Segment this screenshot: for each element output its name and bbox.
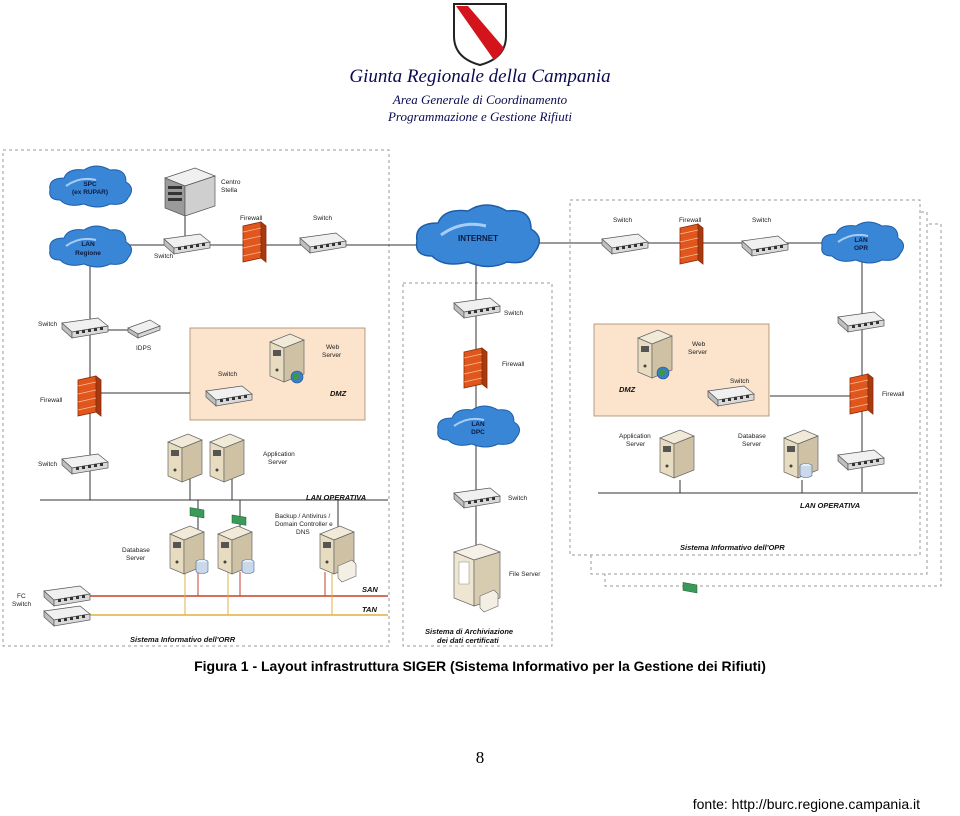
firewall-label: Firewall <box>882 391 905 398</box>
backup-label-2: Domain Controller e <box>275 521 333 528</box>
globe-icon <box>656 366 670 380</box>
fc-switch-label: FC <box>17 593 26 600</box>
file-server-icon <box>452 543 502 613</box>
header-subtitle-1: Area Generale di Coordinamento <box>392 92 568 107</box>
lan-opr-label: LAN <box>854 237 868 244</box>
web-server-label-2: Server <box>688 349 708 356</box>
idps-label: IDPS <box>136 345 152 352</box>
source-note: fonte: http://burc.regione.campania.it <box>692 796 920 812</box>
header-subtitle-2: Programmazione e Gestione Rifiuti <box>387 109 573 124</box>
firewall-label: Firewall <box>502 361 525 368</box>
switch-label: Switch <box>154 253 174 260</box>
lan-regione-label-2: Regione <box>75 250 101 257</box>
switch-label: Switch <box>218 371 238 378</box>
page-number: 8 <box>475 748 485 767</box>
tan-label: TAN <box>362 605 377 614</box>
switch-label: Switch <box>613 217 633 224</box>
web-server-label-2: Server <box>322 352 342 359</box>
switch-icon <box>61 453 109 475</box>
orr-region-label: Sistema Informativo dell'ORR <box>130 635 236 644</box>
archiviazione-label: Sistema di Archiviazione <box>425 627 513 636</box>
firewall-label: Firewall <box>40 397 63 404</box>
fc-switch-icon <box>43 605 91 627</box>
switch-label: Switch <box>504 310 524 317</box>
database-server-label: Database <box>738 433 766 440</box>
lan-dpc-label: LAN <box>471 421 485 428</box>
spc-label: SPC <box>83 181 97 188</box>
header-title: Giunta Regionale della Campania <box>349 66 611 87</box>
switch-icon <box>61 317 109 339</box>
firewall-icon <box>679 223 704 265</box>
lan-opr-label-2: OPR <box>854 245 868 252</box>
globe-icon <box>290 370 304 384</box>
switch-icon <box>453 297 501 319</box>
archiviazione-label-2: dei dati certificati <box>437 636 500 645</box>
lan-operativa-label: LAN OPERATIVA <box>306 493 366 502</box>
switch-label: Switch <box>752 217 772 224</box>
fc-switch-icon <box>43 585 91 607</box>
lan-regione-label: LAN <box>81 241 95 248</box>
application-server-label: Application <box>263 451 295 458</box>
firewall-icon <box>242 221 267 263</box>
dmz-label: DMZ <box>330 389 347 398</box>
database-icon <box>195 559 209 574</box>
firewall-label: Firewall <box>240 215 263 222</box>
campania-logo <box>453 3 507 66</box>
idps-icon <box>127 319 161 339</box>
firewall-label: Firewall <box>679 217 702 224</box>
backup-label-3: DNS <box>296 529 310 536</box>
lan-dpc-label-2: DPC <box>471 429 485 436</box>
switch-icon <box>453 487 501 509</box>
network-diagram: SPC (ex RUPAR) LAN Regione INTERNET LAN … <box>2 149 942 647</box>
database-icon <box>241 559 255 574</box>
file-server-label: File Server <box>509 571 541 578</box>
switch-icon <box>163 233 211 255</box>
centro-stella-label: Centro <box>221 179 241 186</box>
switch-label: Switch <box>313 215 333 222</box>
switch-label: Switch <box>38 321 58 328</box>
figure-caption: Figura 1 - Layout infrastruttura SIGER (… <box>194 658 766 674</box>
application-server-label: Application <box>619 433 651 440</box>
centro-stella-server-icon <box>163 167 217 217</box>
opr-region-label: Sistema Informativo dell'OPR <box>680 543 785 552</box>
centro-stella-label-2: Stella <box>221 187 238 194</box>
web-server-label: Web <box>326 344 340 351</box>
spc-label-2: (ex RUPAR) <box>72 189 108 196</box>
database-icon <box>799 463 813 478</box>
firewall-icon <box>463 347 488 389</box>
application-server-label-2: Server <box>626 441 646 448</box>
lan-operativa-label: LAN OPERATIVA <box>800 501 860 510</box>
database-server-label-2: Server <box>126 555 146 562</box>
network-card-icon <box>682 582 698 594</box>
switch-label: Switch <box>38 461 58 468</box>
switch-label: Switch <box>730 378 750 385</box>
database-server-label-2: Server <box>742 441 762 448</box>
switch-label: Switch <box>508 495 528 502</box>
fc-switch-label-2: Switch <box>12 601 32 608</box>
application-server-icon <box>209 433 245 483</box>
backup-label: Backup / Antivirus / <box>275 513 330 520</box>
application-server-label-2: Server <box>268 459 288 466</box>
application-server-icon <box>167 433 203 483</box>
firewall-icon <box>77 375 102 417</box>
tape-icon <box>337 559 357 583</box>
application-server-icon <box>659 429 695 479</box>
firewall-icon <box>849 373 874 415</box>
web-server-label: Web <box>692 341 706 348</box>
network-card-icon <box>189 507 247 526</box>
san-label: SAN <box>362 585 378 594</box>
dmz-label: DMZ <box>619 385 636 394</box>
database-server-label: Database <box>122 547 150 554</box>
switch-icon <box>299 232 347 254</box>
internet-label: INTERNET <box>458 234 498 243</box>
